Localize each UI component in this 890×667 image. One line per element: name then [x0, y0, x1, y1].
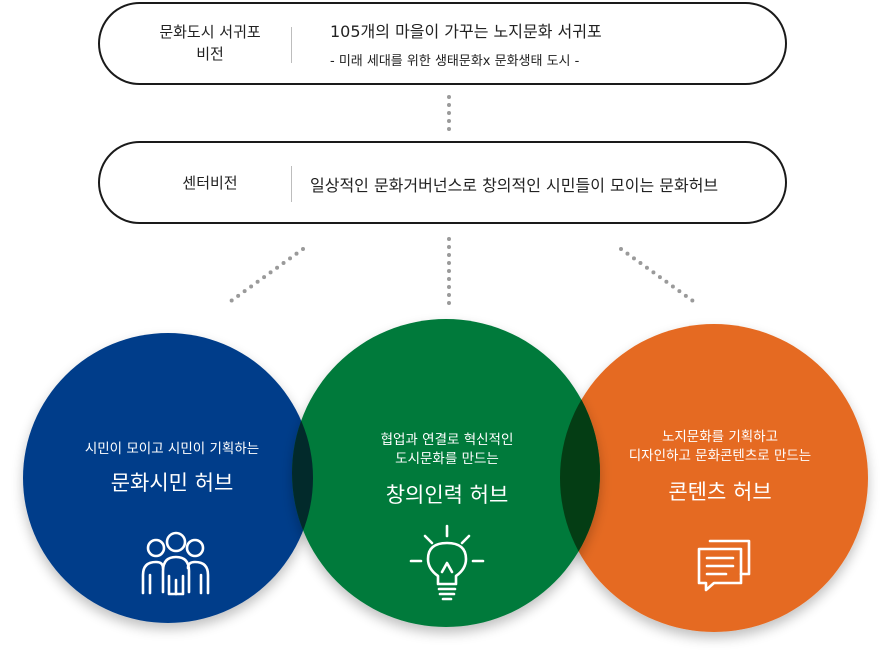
citizen-hub-title: 문화시민 허브	[110, 471, 234, 495]
creative-hub-circle	[292, 319, 600, 627]
citizen-hub-text: 시민이 모이고 시민이 기획하는 문화시민 허브	[52, 440, 292, 497]
city-vision-label-line2: 비전	[196, 45, 224, 63]
content-hub-text: 노지문화를 기획하고 디자인하고 문화콘텐츠로 만드는 콘텐츠 허브	[590, 428, 850, 506]
creative-hub-description-line1: 협업과 연결로 혁신적인	[380, 432, 514, 448]
city-vision-label-line1: 문화도시 서귀포	[159, 23, 261, 41]
city-vision-statement: 105개의 마을이 가꾸는 노지문화 서귀포	[330, 22, 602, 41]
content-hub-circle	[560, 324, 868, 632]
people-icon	[141, 531, 210, 596]
creative-hub-title: 창의인력 허브	[385, 483, 509, 507]
lightbulb-icon	[409, 524, 485, 601]
city-vision-subtitle: - 미래 세대를 위한 생태문화x 문화생태 도시 -	[330, 54, 580, 69]
divider	[291, 27, 292, 63]
center-vision-label: 센터비전	[182, 174, 238, 192]
city-vision-box: 문화도시 서귀포 비전 105개의 마을이 가꾸는 노지문화 서귀포 - 미래 …	[98, 2, 787, 85]
creative-hub-description-line2: 도시문화를 만드는	[395, 451, 499, 467]
content-hub-description-line1: 노지문화를 기획하고	[661, 429, 779, 445]
citizen-hub-description: 시민이 모이고 시민이 기획하는	[84, 441, 260, 457]
creative-hub-text: 협업과 연결로 혁신적인 도시문화를 만드는 창의인력 허브	[322, 431, 572, 509]
connector-center-left	[229, 247, 305, 303]
chat-icon	[697, 539, 751, 592]
connector-center-right	[619, 247, 695, 303]
citizen-hub-circle	[23, 333, 313, 623]
city-vision-label: 문화도시 서귀포 비전	[130, 21, 290, 65]
content-hub-description-line2: 디자인하고 문화콘텐츠로 만드는	[628, 448, 812, 464]
center-vision-statement: 일상적인 문화거버넌스로 창의적인 시민들이 모이는 문화허브	[310, 176, 719, 195]
center-vision-box: 센터비전 일상적인 문화거버넌스로 창의적인 시민들이 모이는 문화허브	[98, 141, 787, 224]
content-hub-title: 콘텐츠 허브	[668, 480, 772, 504]
divider	[291, 166, 292, 202]
